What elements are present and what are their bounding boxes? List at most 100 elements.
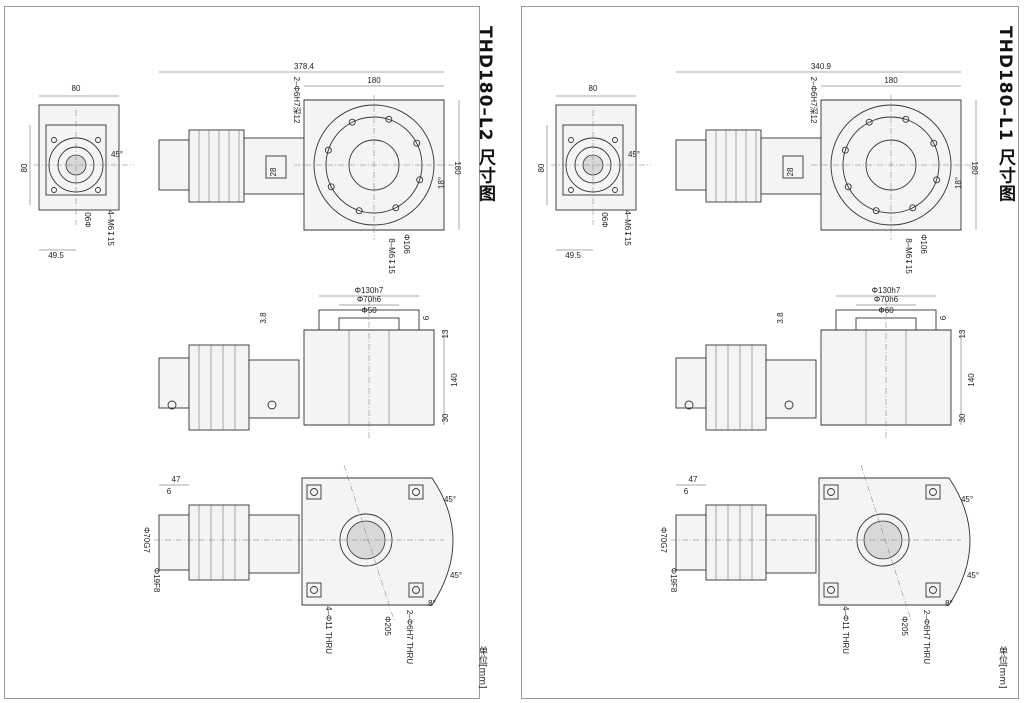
through-hole (310, 488, 318, 496)
dim-flange-width: 180 (884, 76, 898, 85)
dim-shaft-length: 47 (172, 475, 181, 484)
bolt-hole (385, 115, 393, 123)
dim-through-holes: 4–Φ11 THRU (324, 606, 333, 654)
mount-pad (823, 582, 839, 598)
key-slot (782, 155, 804, 179)
dim-shaft-dia: Φ70G7 (142, 527, 151, 554)
bolt-hole (348, 118, 356, 126)
adapter-body (243, 137, 305, 195)
side-plug (267, 400, 277, 410)
tap-hole (612, 187, 618, 193)
dim-bolt-holes: 8–M6↧15 (387, 238, 396, 274)
dim-pilot-dia: Φ90 (601, 212, 610, 228)
dim-bore-dia: Φ70h6 (874, 295, 899, 304)
dim-small-angle: 8° (428, 599, 436, 608)
dim-shaft-length: 47 (689, 475, 698, 484)
dim-offset: 49.5 (565, 251, 581, 260)
mount-pad (925, 582, 941, 598)
dim-shaft-step: 6 (167, 487, 172, 496)
tap-hole (612, 137, 618, 143)
dim-pcd: Φ106 (402, 234, 411, 254)
unit-label: 单位[mm] (477, 646, 487, 689)
side-motor-housing (188, 344, 250, 431)
bolt-hole (416, 176, 424, 184)
bolt-hole (324, 146, 332, 154)
bolt-hole (392, 204, 400, 212)
dim-pin-holes: 2–Φ6H7深12 (292, 77, 301, 124)
dim-square-height: 80 (537, 163, 546, 172)
dim-flange-height: 180 (453, 161, 462, 175)
dim-bolt-angle: 18° (437, 177, 446, 189)
tap-hole (51, 137, 57, 143)
dim-offset: 49.5 (48, 251, 64, 260)
dim-spigot-depth: 6 (939, 315, 948, 320)
drawing-title: THD180–L1 尺寸图 (995, 26, 1015, 203)
dim-tap-holes: 4–M6↧15 (623, 210, 632, 246)
adapter-body (760, 137, 822, 195)
dim-angle: 45° (628, 150, 640, 159)
tap-hole (95, 137, 101, 143)
dim-spigot-dia: Φ130h7 (355, 286, 384, 295)
dim-bore-dia: Φ70h6 (357, 295, 382, 304)
dim-flange-width: 180 (367, 76, 381, 85)
bottom-shaft (675, 514, 707, 571)
side-plug (167, 400, 177, 410)
tap-hole (95, 187, 101, 193)
bolt-hole (355, 207, 363, 215)
through-hole (827, 488, 835, 496)
drawing-set-1: 80 80 49.5 Φ90 4–M6↧15 45° 28 340.9 180 180 2–Φ6H7… (537, 62, 979, 664)
pcd-line (860, 464, 912, 621)
tap-hole (568, 187, 574, 193)
mount-pad (408, 582, 424, 598)
motor-housing (705, 129, 762, 203)
dim-inner-dia: Φ50 (361, 306, 377, 315)
pcd-line (343, 464, 395, 621)
bottom-adapter (248, 514, 300, 574)
side-adapter (765, 359, 817, 419)
side-motor-stub (675, 357, 707, 409)
dim-angle-bottom: 45° (967, 571, 979, 580)
bolt-hole (933, 176, 941, 184)
tap-hole (51, 187, 57, 193)
dim-step: 3.8 (776, 312, 785, 324)
dim-pin-holes: 2–Φ6H7深12 (809, 77, 818, 124)
dim-through-holes: 4–Φ11 THRU (841, 606, 850, 654)
through-hole (827, 586, 835, 594)
bolt-hole (909, 204, 917, 212)
side-plug (684, 400, 694, 410)
bolt-hole (930, 139, 938, 147)
through-hole (412, 586, 420, 594)
dim-flange-thk: 13 (441, 329, 450, 338)
bolt-hole (841, 146, 849, 154)
unit-label: 单位[mm] (997, 646, 1007, 689)
dim-square-width: 80 (589, 84, 598, 93)
dim-key-width: 28 (269, 167, 278, 176)
through-hole (310, 586, 318, 594)
drawing-title: THD180–L2 尺寸图 (475, 26, 495, 203)
dim-angle-bottom: 45° (450, 571, 462, 580)
dim-flange-thk: 13 (958, 329, 967, 338)
side-adapter (248, 359, 300, 419)
side-motor-stub (158, 357, 190, 409)
dim-shaft-dia: Φ70G7 (659, 527, 668, 554)
bottom-shaft (158, 514, 190, 571)
dim-flange-height: 180 (970, 161, 979, 175)
key-slot (265, 155, 287, 179)
dim-overall-length: 378.4 (294, 62, 315, 71)
side-plug (784, 400, 794, 410)
side-motor-housing (705, 344, 767, 431)
dim-key-width: 28 (786, 167, 795, 176)
dim-square-height: 80 (20, 163, 29, 172)
dim-small-angle: 8° (945, 599, 953, 608)
bolt-hole (902, 115, 910, 123)
dim-angle: 45° (111, 150, 123, 159)
dim-inner-dia: Φ60 (878, 306, 894, 315)
motor-stub (158, 139, 190, 191)
dim-pin-thru: 2–Φ6H7 THRU (922, 610, 931, 664)
dim-overall-length: 340.9 (811, 62, 832, 71)
bottom-housing (705, 504, 767, 581)
dim-spigot-depth: 6 (422, 315, 431, 320)
dim-shaft-step: 6 (684, 487, 689, 496)
